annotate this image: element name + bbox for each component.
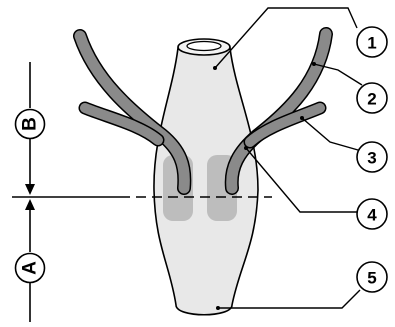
callout-5-leader: [218, 289, 361, 309]
callout-1-leader: [214, 7, 358, 69]
callout-3: 3: [356, 141, 388, 173]
dimension-a-circle: [14, 252, 46, 284]
dimension-b-label: B: [20, 117, 41, 131]
callout-3-label: 3: [367, 149, 376, 168]
left-upper-root: [74, 30, 190, 194]
callout-4-circle: [356, 198, 388, 230]
top-opening-inner: [186, 40, 222, 52]
callout-4-label: 4: [367, 206, 377, 225]
callout-1-circle: [356, 26, 388, 58]
left-lower-root: [80, 103, 163, 145]
callout-4-leader: [245, 147, 358, 213]
callout-3-circle: [356, 141, 388, 173]
dimension-a-label: A: [20, 261, 41, 275]
central-body: [153, 47, 259, 316]
callout-2: 2: [356, 82, 388, 114]
callout-2-circle: [356, 82, 388, 114]
dimension-a-arrowhead: [25, 199, 35, 210]
callout-4: 4: [356, 198, 388, 230]
callout-5: 5: [356, 261, 388, 293]
callout-3-leader: [301, 117, 359, 151]
callout-1-label: 1: [367, 34, 376, 53]
dimension-b-arrowhead: [25, 184, 35, 195]
right-lower-root: [245, 103, 325, 147]
dimension-b-circle: [14, 108, 46, 140]
callout-5-circle: [356, 261, 388, 293]
callout-3-dot: [300, 116, 304, 120]
callout-5-label: 5: [367, 269, 376, 288]
callout-1-dot: [213, 66, 217, 70]
callout-2-leader: [313, 63, 363, 86]
callout-2-label: 2: [367, 90, 376, 109]
callout-1: 1: [356, 26, 388, 58]
callout-5-dot: [216, 306, 220, 310]
callout-4-dot: [244, 146, 248, 150]
callout-2-dot: [312, 62, 316, 66]
